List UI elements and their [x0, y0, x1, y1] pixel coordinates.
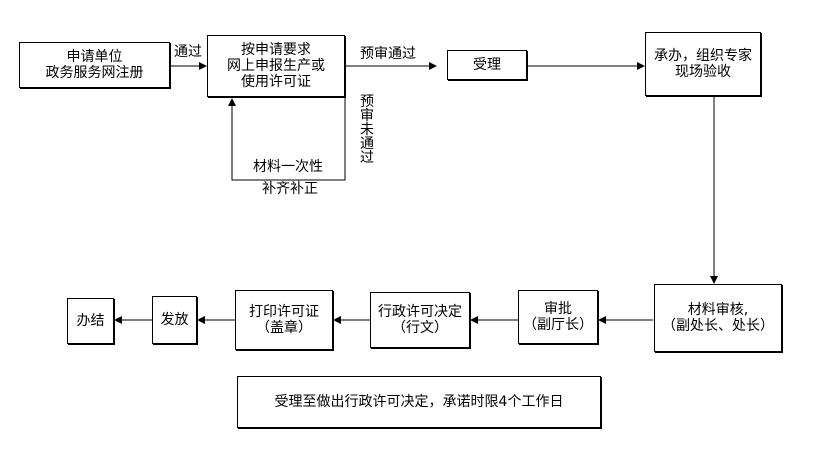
box-finish: 办结 — [67, 298, 114, 344]
box-decide: 行政许可决定（行文） — [370, 292, 470, 348]
box-print: 打印许可证（盖章） — [235, 290, 333, 350]
box-review: 材料审核,（副处长、处长） — [654, 284, 782, 352]
label-supplement-line2: 补齐补正 — [262, 181, 318, 197]
box-apply: 按申请要求网上申报生产或使用许可证 — [207, 35, 345, 97]
label-supplement-line1: 材料一次性 — [253, 159, 323, 175]
label-pass: 通过 — [174, 44, 202, 60]
box-register: 申请单位政务服务网注册 — [19, 42, 170, 88]
box-expert: 承办，组织专家现场验收 — [645, 32, 761, 96]
box-approve: 审批（副厅长） — [518, 290, 598, 344]
label-pre-fail: 预审未通过 — [360, 94, 374, 166]
box-note: 受理至做出行政许可决定，承诺时限4个工作日 — [237, 376, 601, 428]
arrow-return-loop — [228, 90, 346, 181]
box-issue: 发放 — [152, 296, 197, 344]
label-pre-pass: 预审通过 — [360, 46, 416, 62]
box-accept: 受理 — [447, 50, 527, 80]
